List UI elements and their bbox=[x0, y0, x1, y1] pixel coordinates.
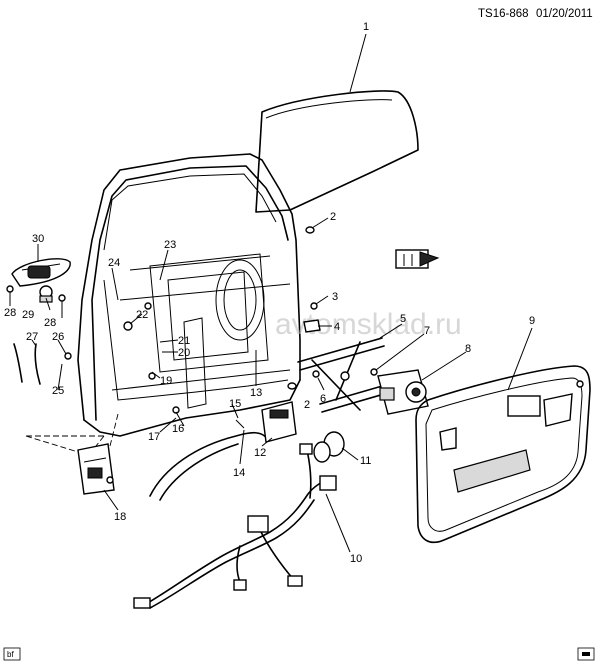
door-glass bbox=[255, 90, 419, 213]
regulator-nut bbox=[370, 368, 378, 376]
connector-icon bbox=[395, 249, 440, 269]
diagram-date: 01/20/2011 bbox=[536, 8, 593, 20]
glass-bolt-upper bbox=[305, 226, 315, 234]
cable-clip bbox=[235, 419, 245, 429]
speaker-grommet bbox=[313, 431, 345, 463]
callout-16: 16 bbox=[172, 423, 184, 435]
rod-clip bbox=[64, 352, 72, 360]
lock-rod bbox=[13, 343, 23, 383]
callout-18: 18 bbox=[114, 511, 126, 523]
leader-lines bbox=[9, 33, 533, 553]
latch-leader bbox=[25, 413, 119, 453]
door-latch bbox=[77, 443, 115, 495]
lock-cable bbox=[159, 443, 239, 501]
callout-22: 22 bbox=[136, 309, 148, 321]
outside-handle bbox=[11, 258, 71, 287]
module-bolt bbox=[310, 302, 318, 310]
handle-nut-left bbox=[6, 285, 14, 300]
callout-21: 21 bbox=[178, 335, 190, 347]
lock-cylinder bbox=[39, 285, 53, 303]
inside-handle bbox=[261, 401, 297, 443]
callout-14: 14 bbox=[233, 467, 245, 479]
callout-12: 12 bbox=[254, 447, 266, 459]
callout-2-lower: 2 bbox=[304, 399, 310, 411]
callout-2-upper: 2 bbox=[330, 211, 336, 223]
callout-25: 25 bbox=[52, 385, 64, 397]
inside-handle-cable bbox=[149, 431, 269, 497]
callout-26: 26 bbox=[52, 331, 64, 343]
svg-text:bf: bf bbox=[7, 650, 14, 659]
regulator-motor bbox=[377, 369, 429, 415]
wiring-harness bbox=[133, 443, 337, 609]
module-clip bbox=[303, 319, 321, 333]
glass-bolt-lower bbox=[287, 382, 297, 390]
door-shell bbox=[77, 153, 301, 437]
callout-1: 1 bbox=[363, 21, 369, 33]
regulator-bolt bbox=[312, 370, 320, 378]
callout-4: 4 bbox=[334, 321, 340, 333]
callout-19: 19 bbox=[160, 375, 172, 387]
callout-15: 15 bbox=[229, 398, 241, 410]
callouts: 1 2 2 3 4 5 6 7 8 9 10 11 12 13 14 15 16… bbox=[4, 21, 535, 565]
callout-7: 7 bbox=[424, 325, 430, 337]
callout-17: 17 bbox=[148, 431, 160, 443]
window-regulator bbox=[297, 337, 399, 413]
callout-23: 23 bbox=[164, 239, 176, 251]
callout-24: 24 bbox=[108, 257, 120, 269]
callout-5: 5 bbox=[400, 313, 406, 325]
callout-28-left: 28 bbox=[4, 307, 16, 319]
door-trim-panel bbox=[415, 365, 591, 544]
callout-3: 3 bbox=[332, 291, 338, 303]
callout-30: 30 bbox=[32, 233, 44, 245]
callout-6: 6 bbox=[320, 393, 326, 405]
callout-27: 27 bbox=[26, 331, 38, 343]
corner-tag: bf bbox=[3, 647, 21, 661]
callout-13: 13 bbox=[250, 387, 262, 399]
callout-10: 10 bbox=[350, 553, 362, 565]
callout-28-right: 28 bbox=[44, 317, 56, 329]
callout-29: 29 bbox=[22, 309, 34, 321]
corner-mark-icon bbox=[577, 647, 595, 661]
callout-20: 20 bbox=[178, 347, 190, 359]
diagram-code: TS16-868 bbox=[478, 8, 529, 20]
watermark: avtomsklad.ru bbox=[275, 308, 462, 341]
callout-8: 8 bbox=[465, 343, 471, 355]
callout-11: 11 bbox=[360, 455, 371, 467]
handle-rod bbox=[34, 343, 41, 385]
inner-module bbox=[123, 253, 269, 414]
callout-9: 9 bbox=[529, 315, 535, 327]
handle-nut-right bbox=[58, 294, 66, 310]
